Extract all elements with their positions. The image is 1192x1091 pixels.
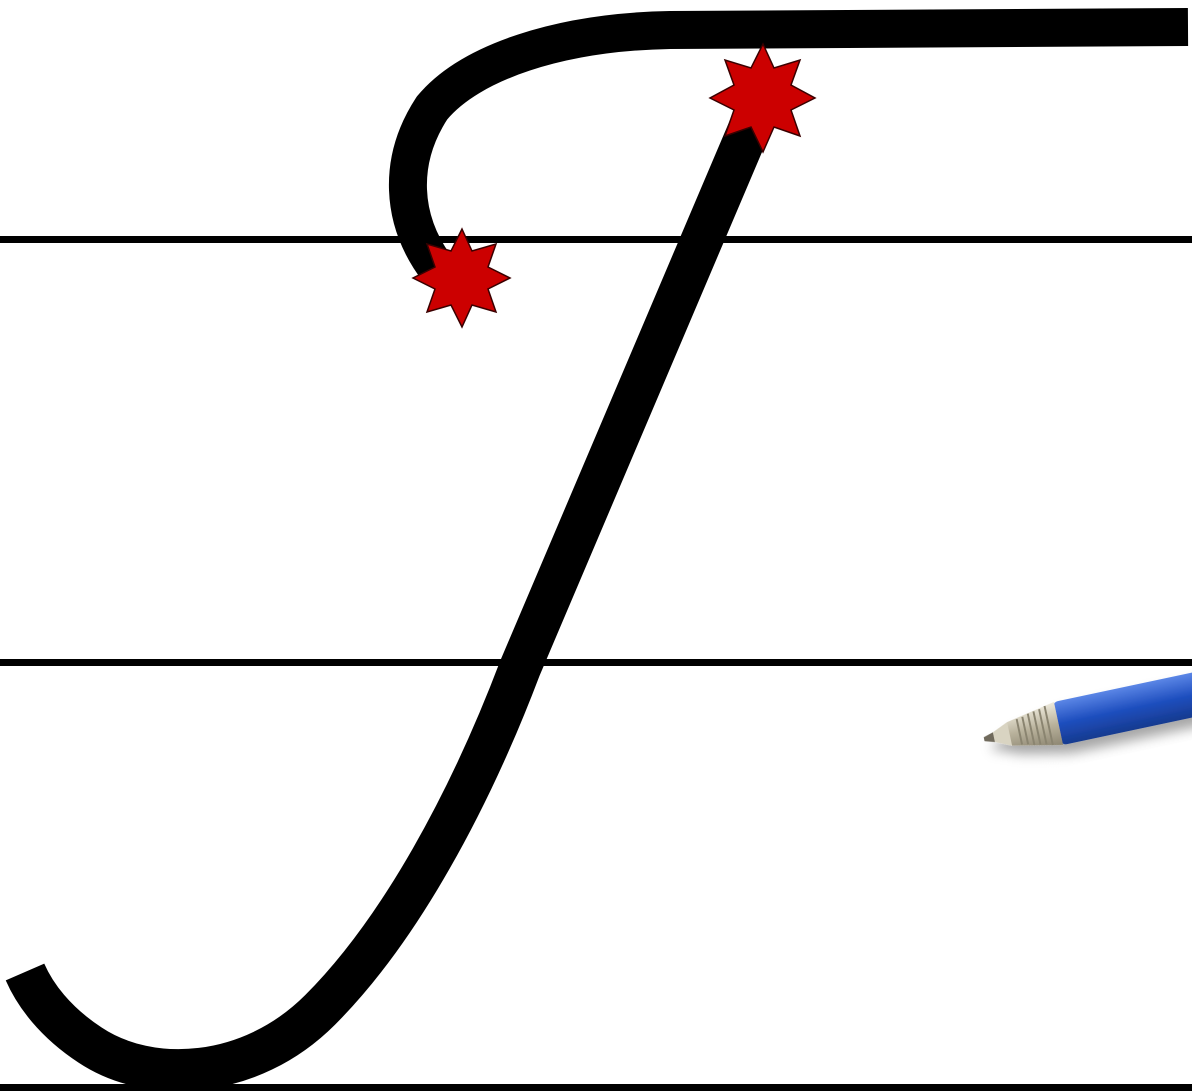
- guide-line-middle: [0, 659, 1192, 666]
- guide-line-upper: [0, 236, 1192, 243]
- star-marker-icon: [413, 229, 510, 327]
- star-marker-icon: [710, 44, 815, 152]
